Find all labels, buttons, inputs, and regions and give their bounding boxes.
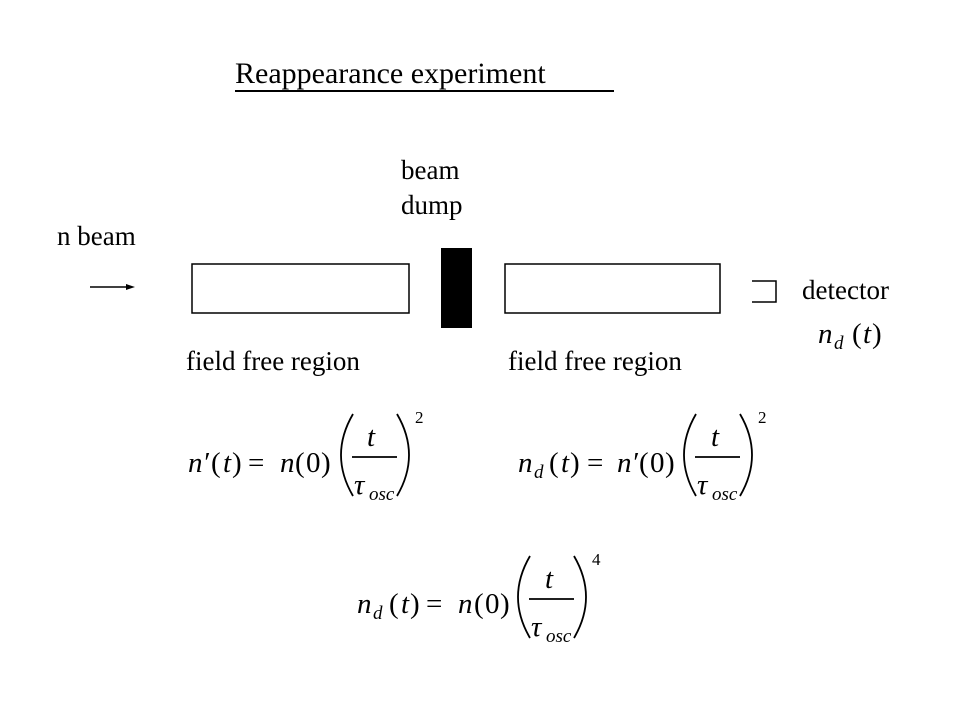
arrow-head-icon	[126, 284, 135, 290]
beam-dump-block	[441, 248, 472, 328]
svg-text:n′: n′	[188, 447, 210, 479]
svg-text:t: t	[561, 447, 570, 479]
n-beam-label: n beam	[57, 221, 136, 251]
right-big-paren	[573, 555, 587, 639]
svg-text:0: 0	[306, 447, 321, 479]
svg-text:n: n	[518, 447, 533, 479]
left-big-paren	[340, 413, 354, 497]
svg-text:osc: osc	[369, 484, 395, 505]
svg-text:(: (	[295, 447, 305, 479]
svg-text:n′: n′	[617, 447, 639, 479]
beam-dump-label-line2: dump	[401, 190, 463, 220]
svg-text:): )	[665, 447, 675, 479]
svg-text:(: (	[639, 447, 649, 479]
svg-text:t: t	[711, 421, 720, 453]
svg-text:): )	[321, 447, 331, 479]
svg-text:): )	[232, 447, 242, 479]
left-big-paren	[517, 555, 531, 639]
svg-text:n: n	[280, 447, 295, 479]
svg-text:osc: osc	[712, 484, 738, 505]
field-free-region-box-right	[504, 263, 721, 314]
beam-dump-label-line1: beam	[401, 155, 459, 185]
svg-text:2: 2	[758, 408, 767, 427]
left-big-paren	[683, 413, 697, 497]
svg-text:n: n	[458, 588, 473, 620]
svg-text:τ: τ	[531, 611, 543, 643]
svg-text:): )	[872, 318, 882, 350]
svg-text:2: 2	[415, 408, 424, 427]
equation-left-region: n′ ( t ) = n ( 0 ) t τ osc 2	[188, 408, 424, 505]
svg-text:(: (	[389, 588, 399, 620]
svg-text:=: =	[248, 447, 264, 479]
svg-text:n: n	[818, 318, 833, 350]
svg-text:t: t	[545, 563, 554, 595]
svg-text:t: t	[401, 588, 410, 620]
svg-text:): )	[570, 447, 580, 479]
svg-text:(: (	[211, 447, 221, 479]
svg-text:t: t	[863, 318, 872, 350]
svg-text:(: (	[852, 318, 862, 350]
equation-right-region: n d ( t ) = n′ ( 0 ) t τ osc 2	[518, 408, 767, 505]
detector-icon	[752, 280, 777, 303]
svg-text:): )	[410, 588, 420, 620]
field-free-region-label-right: field free region	[508, 346, 682, 376]
field-free-region-box-left	[191, 263, 410, 314]
svg-text:d: d	[534, 462, 544, 483]
svg-text:0: 0	[650, 447, 665, 479]
svg-text:t: t	[367, 421, 376, 453]
svg-text:4: 4	[592, 550, 601, 569]
svg-text:τ: τ	[354, 469, 366, 501]
svg-text:(: (	[474, 588, 484, 620]
svg-text:n: n	[357, 588, 372, 620]
right-big-paren	[739, 413, 753, 497]
svg-text:0: 0	[485, 588, 500, 620]
svg-text:=: =	[426, 588, 442, 620]
svg-text:d: d	[834, 333, 844, 354]
svg-text:τ: τ	[697, 469, 709, 501]
svg-text:t: t	[223, 447, 232, 479]
right-big-paren	[396, 413, 410, 497]
svg-text:=: =	[587, 447, 603, 479]
diagram-title: Reappearance experiment	[235, 57, 546, 90]
svg-text:): )	[500, 588, 510, 620]
field-free-region-label-left: field free region	[186, 346, 360, 376]
detector-count-expression: n d ( t )	[818, 318, 882, 354]
detector-label: detector	[802, 275, 889, 305]
svg-text:d: d	[373, 603, 383, 624]
svg-text:osc: osc	[546, 626, 572, 647]
equation-combined: n d ( t ) = n ( 0 ) t τ osc 4	[357, 550, 601, 647]
svg-text:(: (	[549, 447, 559, 479]
